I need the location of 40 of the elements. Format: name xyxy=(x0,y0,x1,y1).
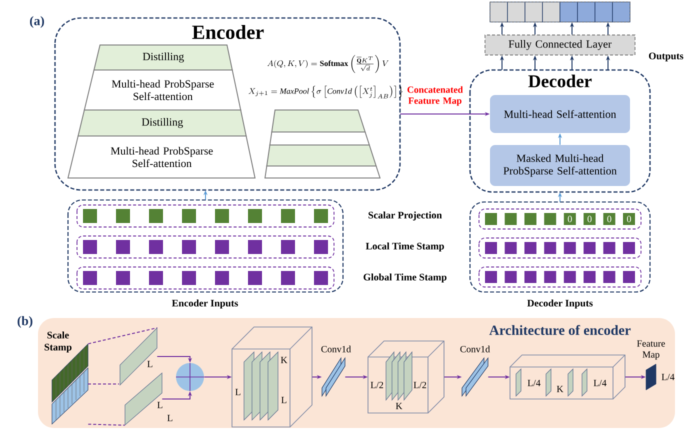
token-row xyxy=(76,204,334,228)
output-row xyxy=(490,2,630,22)
layer-box: Fully Connected Layer xyxy=(484,34,636,56)
cube-drawing: K L L xyxy=(232,326,312,428)
panel-letter: (a) xyxy=(30,16,44,28)
node-label: L xyxy=(167,414,172,422)
token-row xyxy=(76,266,334,290)
cube-drawing: L/2 L/2 K xyxy=(368,340,444,414)
node-label: Conv1d xyxy=(460,346,490,352)
trapezoid-layer xyxy=(271,110,366,132)
row-label: Scalar Projection xyxy=(368,211,442,221)
node-label: L xyxy=(157,402,162,408)
trapezoid-layer xyxy=(266,144,377,166)
token-row xyxy=(76,236,334,258)
edge-label: Concatenated Feature Map xyxy=(402,85,468,107)
node-label: L/4 xyxy=(662,374,674,380)
row-label: Global Time Stamp xyxy=(364,273,446,283)
panel-letter: (b) xyxy=(18,316,32,328)
node-label: Feature Map xyxy=(637,340,665,360)
token-row xyxy=(478,266,642,288)
token-row: 0 0 0 0 xyxy=(478,208,642,230)
formula: $A(Q,K,V)=\mathbf{Softmax}\left(\frac{\overline{\mathbf{Q}}K^{T}}{\sqrt{d}}\right)V$ xyxy=(267,55,389,73)
node-label: L xyxy=(147,360,152,368)
node-label: Scale Stamp xyxy=(44,331,72,353)
connector-line xyxy=(88,327,158,344)
row-label: Local Time Stamp xyxy=(366,242,444,252)
node-label: Decoder Inputs xyxy=(527,299,593,309)
token-row xyxy=(478,238,642,258)
connector-line xyxy=(88,424,126,426)
input-group-box: Encoder Inputs xyxy=(67,199,344,309)
attention-block: Multi-head Self-attention xyxy=(490,95,630,133)
caption: Outputs xyxy=(649,52,684,62)
trapezoid-layer xyxy=(269,132,370,146)
trapezoid-layer: Multi-head ProbSparse Self-attention xyxy=(84,70,242,110)
node-label: Encoder Inputs xyxy=(172,299,238,309)
formula: $X_{j+1}=\mathit{MaxPool}\left\{\sigma\left[\mathit{Conv1d}\left(\left[X_{j}^{t}\right]_{AB}\right)\right]\right\}$ xyxy=(248,86,403,98)
attention-block: Masked Multi-head ProbSparse Self-attention xyxy=(490,145,630,186)
sum-circle xyxy=(176,362,204,392)
cube-drawing: L/4 K L/4 xyxy=(510,354,626,400)
node-label: Conv1d xyxy=(321,346,351,352)
